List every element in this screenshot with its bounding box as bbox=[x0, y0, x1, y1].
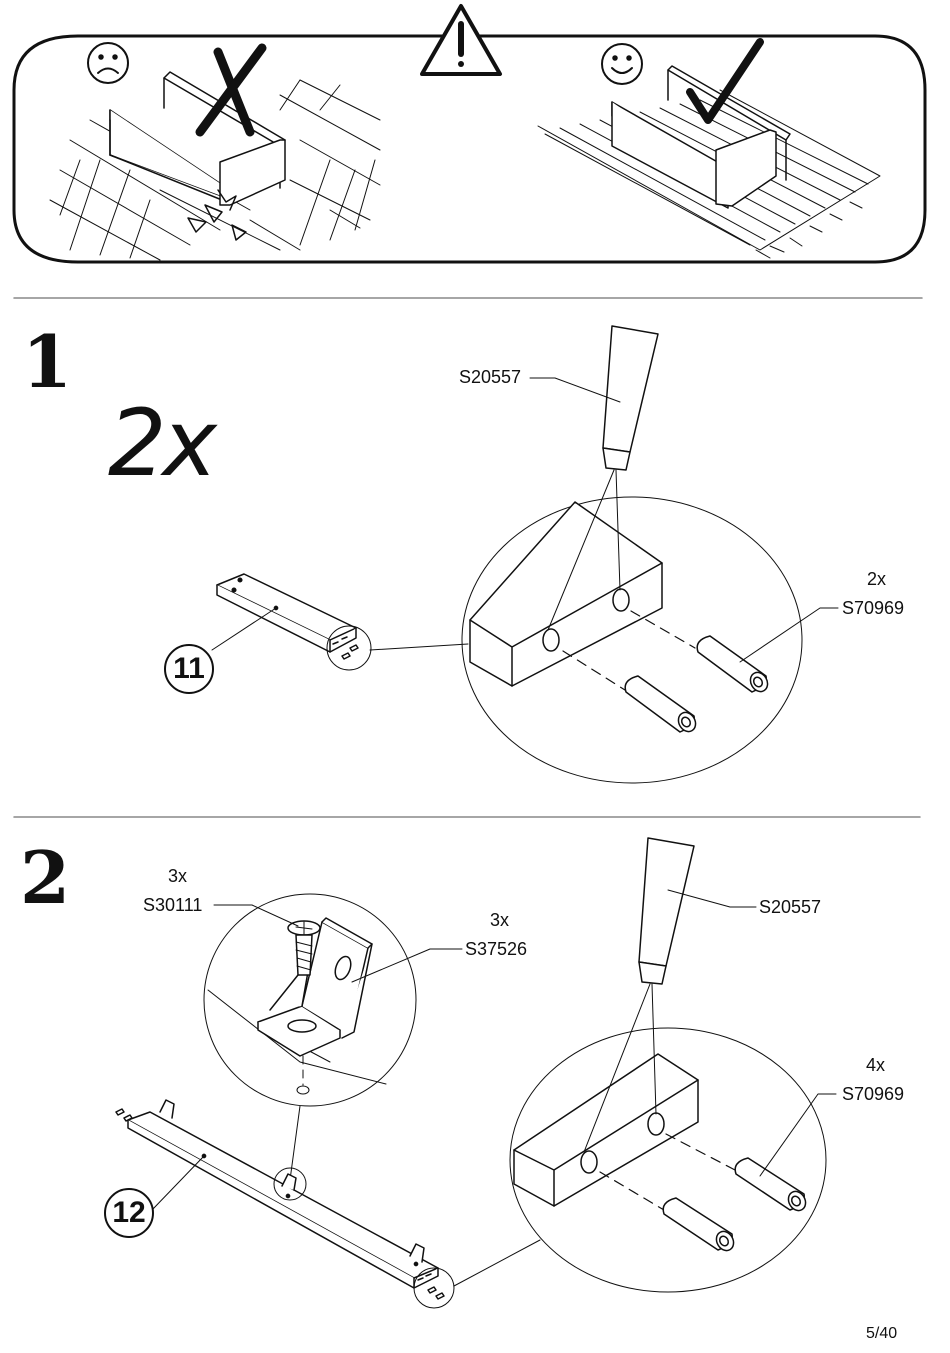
check-mark-icon bbox=[686, 38, 764, 124]
step-multiplier: 2x bbox=[108, 390, 217, 497]
warning-triangle-icon bbox=[420, 4, 502, 76]
leader-part-11 bbox=[211, 607, 277, 651]
glue-tube-icon bbox=[602, 325, 659, 471]
zoom-connector-1 bbox=[369, 643, 469, 651]
detail-ring-small-2b bbox=[413, 1267, 455, 1309]
panel-11-drawing bbox=[216, 573, 359, 660]
callout-dowel-qty-step1: 2x bbox=[867, 569, 887, 589]
cross-mark-icon bbox=[195, 43, 267, 137]
drawer-box-bad bbox=[109, 71, 286, 206]
leader-s70969-step2 bbox=[759, 1093, 837, 1177]
callout-bracket-code: S37526 bbox=[465, 939, 528, 959]
glue-tube-icon-2 bbox=[638, 837, 695, 985]
leader-s20557-step2 bbox=[667, 889, 757, 908]
leader-part-12 bbox=[151, 1155, 205, 1211]
glue-rays-1 bbox=[547, 469, 621, 631]
warning-panel bbox=[12, 34, 927, 264]
callout-screw-qty: 3x bbox=[168, 866, 188, 886]
screw-icon bbox=[287, 920, 321, 976]
page-number: 5/40 bbox=[866, 1325, 898, 1342]
detail-ring-small-2a bbox=[273, 1167, 307, 1201]
wood-dowel-icon bbox=[624, 635, 769, 733]
callout-dowel-qty-step2: 4x bbox=[866, 1055, 886, 1075]
drawer-box-good bbox=[611, 65, 791, 209]
corner-bracket-icon bbox=[257, 917, 373, 1057]
part-badge-12: 12 bbox=[104, 1188, 154, 1238]
glue-rays-2 bbox=[583, 983, 657, 1153]
sad-face-icon bbox=[87, 42, 129, 84]
zoom-connector-2 bbox=[453, 1239, 541, 1287]
callout-dowel-code-step2: S70969 bbox=[842, 1084, 905, 1104]
panel-12-drawing bbox=[115, 1099, 445, 1300]
happy-face-icon bbox=[601, 43, 643, 85]
part-badge-11: 11 bbox=[164, 644, 214, 694]
step-number-1: 1 bbox=[22, 319, 72, 404]
leader-s20557-step1 bbox=[529, 377, 621, 403]
broken-fragments bbox=[187, 189, 247, 241]
detail-circle-2b bbox=[509, 1027, 827, 1293]
callout-screw-code: S30111 bbox=[143, 895, 203, 915]
callout-dowel-code-step1: S70969 bbox=[842, 598, 905, 618]
detail-circle-1 bbox=[461, 496, 803, 784]
callout-bracket-qty: 3x bbox=[490, 910, 510, 930]
step-number-2: 2 bbox=[20, 835, 70, 920]
leader-s37526 bbox=[351, 948, 463, 983]
callout-glue-code-step2: S20557 bbox=[759, 897, 822, 917]
wood-dowel-icon-2 bbox=[662, 1157, 807, 1252]
callout-glue-code-step1: S20557 bbox=[459, 367, 522, 387]
leader-s30111 bbox=[213, 904, 299, 927]
leader-s70969-step1 bbox=[739, 607, 839, 663]
detail-ring-small-1 bbox=[326, 625, 372, 671]
